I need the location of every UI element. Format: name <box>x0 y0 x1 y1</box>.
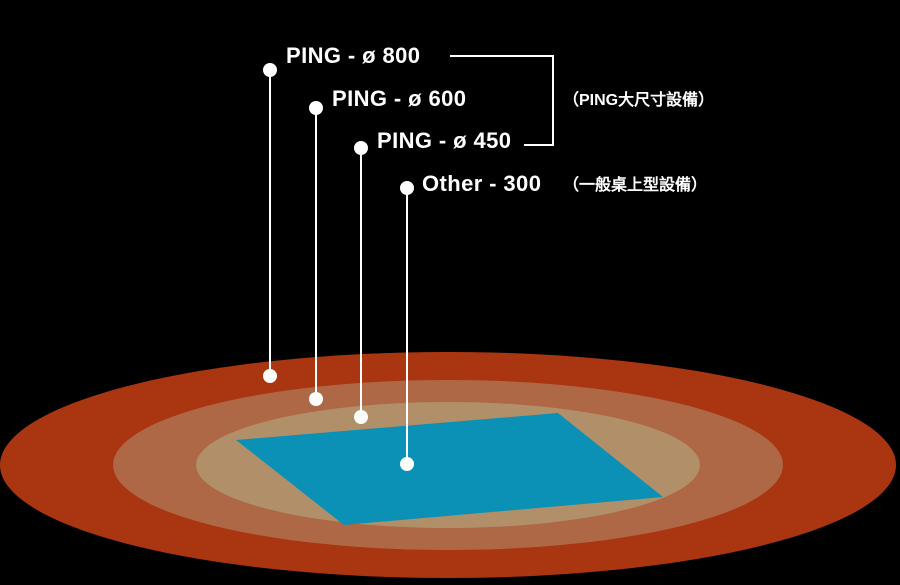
leader-dot-bottom-other-300[interactable] <box>400 457 414 471</box>
group-bracket <box>450 55 554 146</box>
leader-dot-bottom-ping-600[interactable] <box>309 392 323 406</box>
callout-label-ping-800[interactable]: PING - ø 800 <box>286 43 421 68</box>
callout-label-ping-450[interactable]: PING - ø 450 <box>377 128 512 153</box>
leader-dot-top-ping-600[interactable] <box>309 101 323 115</box>
group-note-large-ping: （PING大尺寸設備） <box>563 92 715 109</box>
callout-label-ping-600[interactable]: PING - ø 600 <box>332 86 467 111</box>
leader-dot-top-ping-450[interactable] <box>354 141 368 155</box>
leader-dot-top-ping-800[interactable] <box>263 63 277 77</box>
callout-label-other-300[interactable]: Other - 300 <box>422 171 542 196</box>
group-note-desktop: （一般桌上型設備） <box>563 177 708 194</box>
leader-dot-bottom-ping-450[interactable] <box>354 410 368 424</box>
leader-dot-bottom-ping-800[interactable] <box>263 369 277 383</box>
desk-platform-shape[interactable] <box>236 413 663 525</box>
leader-dot-top-other-300[interactable] <box>400 181 414 195</box>
leader-lines-group <box>263 63 414 471</box>
